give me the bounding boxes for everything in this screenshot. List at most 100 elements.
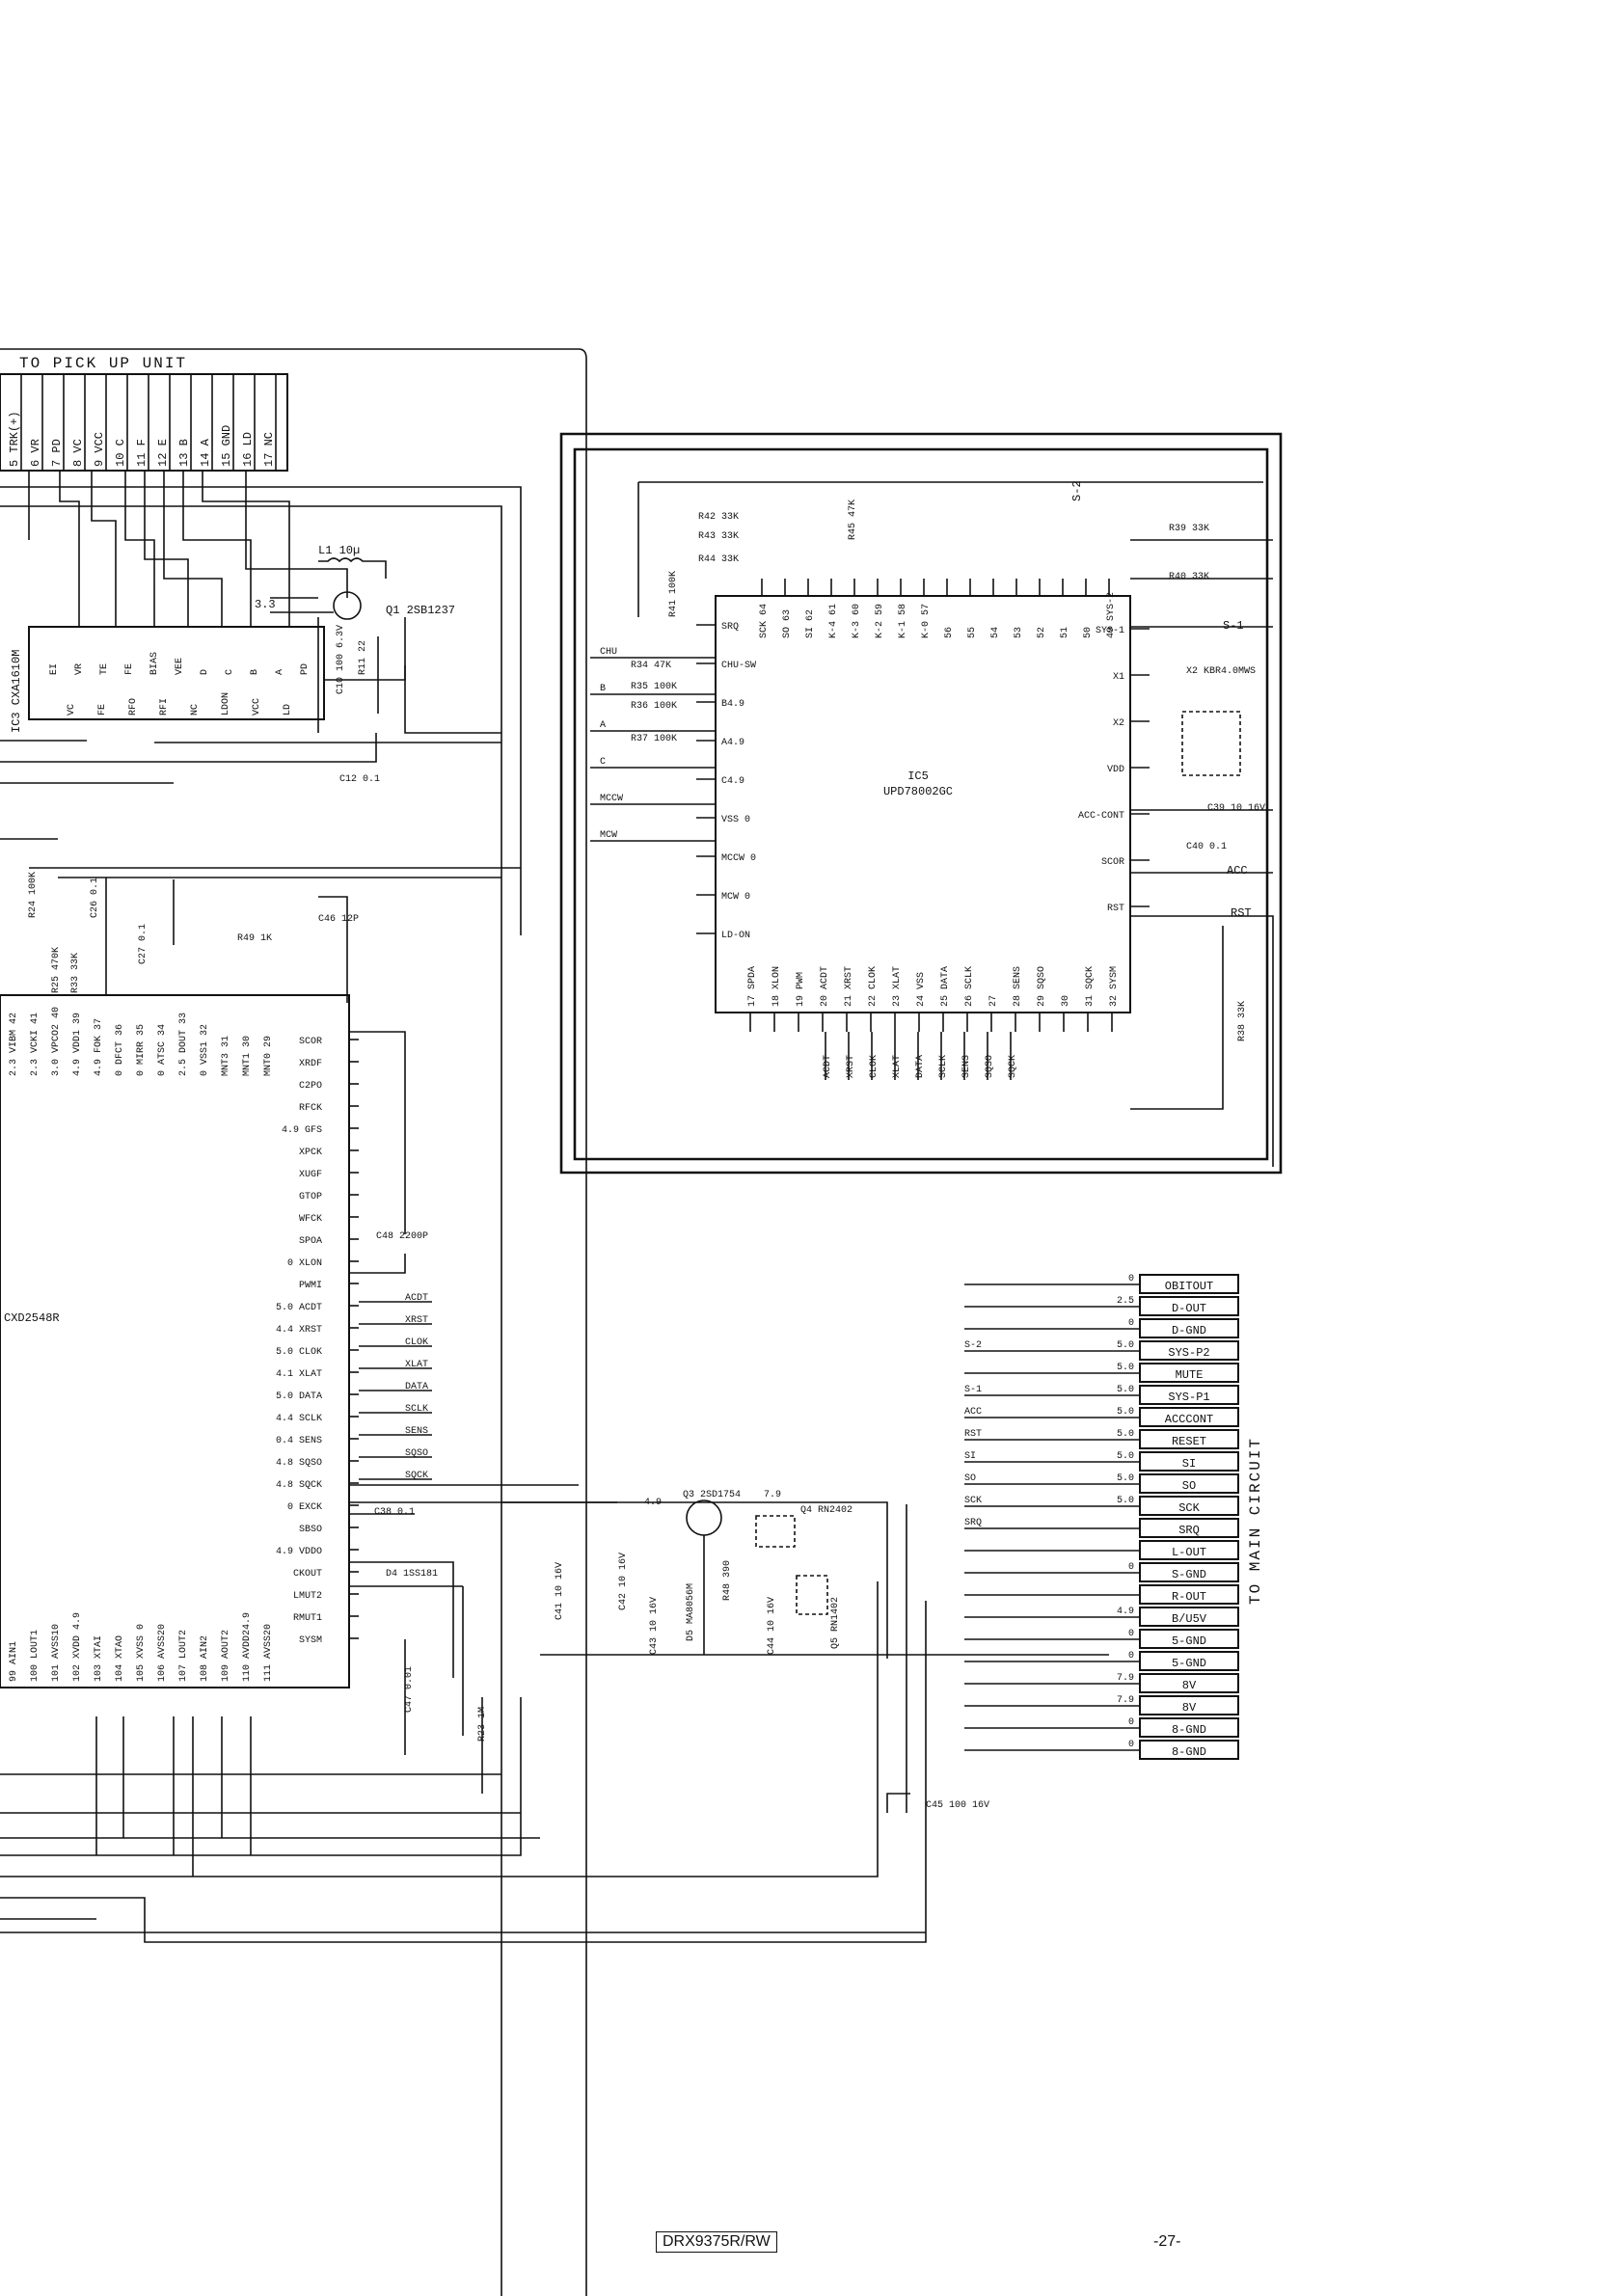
ic4-bus-label: SQCK bbox=[405, 1471, 428, 1481]
ic3-pin: FE bbox=[124, 663, 135, 675]
ic5-pin: SRQ bbox=[721, 622, 739, 633]
main-pin-net: RST bbox=[964, 1429, 982, 1440]
ic4-pin: 99 AIN1 bbox=[9, 1641, 19, 1682]
ic5-bus-label: ACDT bbox=[823, 1055, 833, 1078]
ic5-pin: 51 bbox=[1060, 627, 1070, 638]
main-pin-net: ACC bbox=[964, 1407, 982, 1418]
ic4-pin: 0 DFCT 36 bbox=[115, 1024, 125, 1076]
pickup-pin: 12 E bbox=[156, 439, 170, 467]
ic4-pin: 4.4 XRST bbox=[276, 1325, 322, 1336]
ic5-part: UPD78002GC bbox=[883, 785, 953, 798]
power-section: 4.9 Q3 2SD1754 7.9 Q4 RN2402 Q5 RN1402 C… bbox=[501, 1490, 1109, 1813]
ic4-pin: MNT3 31 bbox=[221, 1036, 231, 1076]
ic4-pin: 4.9 FOK 37 bbox=[94, 1018, 104, 1076]
ic4-pin: GTOP bbox=[299, 1192, 322, 1202]
net-acc: ACC bbox=[1227, 864, 1248, 878]
pickup-pin: 7 PD bbox=[50, 439, 64, 467]
q1-label: Q1 2SB1237 bbox=[386, 604, 455, 617]
main-pin-voltage: 0 bbox=[1128, 1740, 1134, 1750]
net-rst: RST bbox=[1231, 906, 1252, 920]
ic4-pin: 2.5 DOUT 33 bbox=[178, 1013, 189, 1076]
ic5-pin: K-2 59 bbox=[875, 604, 885, 638]
ic3-pin: RFI bbox=[159, 698, 170, 716]
ic5-pin: 22 CLOK bbox=[868, 966, 879, 1007]
ic3-pin: RFO bbox=[128, 698, 139, 716]
v-7-9: 7.9 bbox=[764, 1490, 781, 1500]
pickup-ic3-wiring bbox=[0, 471, 522, 2296]
ic3-pin: D bbox=[200, 669, 210, 675]
main-pin-label: B/U5V bbox=[1172, 1612, 1207, 1626]
l1-label: L1 10µ bbox=[318, 544, 360, 557]
r42-label: R42 33K bbox=[698, 512, 739, 523]
ic4-pin: LMUT2 bbox=[293, 1591, 322, 1602]
c42-label: C42 10 16V bbox=[618, 1553, 629, 1610]
ic5-bus-label: SCLK bbox=[938, 1055, 949, 1078]
ic5-bus-label: SQCK bbox=[1008, 1055, 1018, 1078]
pickup-pin: 8 VC bbox=[71, 439, 85, 467]
c41-label: C41 10 16V bbox=[555, 1562, 565, 1620]
ic4-bus-label: XLAT bbox=[405, 1360, 428, 1370]
main-pin-voltage: 5.0 bbox=[1117, 1429, 1134, 1440]
ic4-pin: 5.0 CLOK bbox=[276, 1347, 322, 1358]
main-pin-voltage: 0 bbox=[1128, 1629, 1134, 1639]
ic4-pin: 3.0 VPCO2 40 bbox=[51, 1007, 62, 1076]
r24-label: R25 470K bbox=[51, 947, 62, 993]
main-pin-voltage: 5.0 bbox=[1117, 1340, 1134, 1351]
c38-label: C38 0.1 bbox=[374, 1507, 415, 1518]
ic3-pin: FE bbox=[97, 704, 108, 716]
ic3-pin: LDON bbox=[221, 692, 231, 716]
ic5-pin: K-0 57 bbox=[921, 604, 932, 638]
ic5-pin: 17 SPDA bbox=[747, 966, 758, 1007]
ic5-pin: RST bbox=[1107, 904, 1124, 914]
r35-label: R35 100K bbox=[631, 682, 677, 692]
r39-label: R39 33K bbox=[1169, 524, 1209, 534]
ic4-pin: 5.0 ACDT bbox=[276, 1303, 322, 1313]
main-pin-label: SRQ bbox=[1178, 1524, 1200, 1537]
ic4-pin: 4.9 VDD1 39 bbox=[72, 1013, 83, 1076]
ic3-pin: B bbox=[250, 669, 260, 675]
q5-transistor bbox=[796, 1575, 828, 1615]
c43-label: C43 10 16V bbox=[649, 1597, 660, 1655]
ic3-pin: PD bbox=[300, 663, 311, 675]
ic3-pin: NC bbox=[190, 704, 201, 716]
ic5-pin: K-1 58 bbox=[898, 604, 908, 638]
pickup-pin: 16 LD bbox=[241, 432, 255, 467]
d5-label: D5 MA8056M bbox=[686, 1583, 696, 1641]
main-pin-label: MUTE bbox=[1176, 1368, 1204, 1382]
ic4-pin: 4.8 SQCK bbox=[276, 1480, 322, 1491]
pickup-pin: 9 VCC bbox=[93, 432, 106, 467]
ic5-pin: 50 bbox=[1083, 627, 1094, 638]
ic3-pin: VC bbox=[67, 704, 77, 716]
page-number: -27- bbox=[1153, 2233, 1181, 2250]
ic3-pin: BIAS bbox=[149, 652, 160, 675]
ic5-pin: MCW 0 bbox=[721, 892, 750, 903]
ic4-pin: PWMI bbox=[299, 1281, 322, 1291]
ic4-pin: 0 ATSC 34 bbox=[157, 1024, 168, 1076]
main-pin-net: S-1 bbox=[964, 1385, 982, 1395]
ic5-pin: 28 SENS bbox=[1013, 966, 1023, 1007]
ic5-pin: B4.9 bbox=[721, 699, 744, 710]
ic4-pin: SYSM bbox=[299, 1635, 322, 1646]
ic5-net-label: A bbox=[600, 720, 606, 731]
r41-label: R41 100K bbox=[668, 571, 679, 617]
c47-label: C47 0.01 bbox=[404, 1666, 415, 1713]
r23-label: R24 100K bbox=[28, 872, 39, 918]
pickup-pin: 15 GND bbox=[220, 425, 233, 467]
main-pin-voltage: 0 bbox=[1128, 1651, 1134, 1661]
main-pin-label: L-OUT bbox=[1172, 1546, 1206, 1559]
ic5-pin: 29 SQSO bbox=[1037, 966, 1047, 1007]
c46-label: C46 12P bbox=[318, 914, 359, 925]
ic5-pin: 26 SCLK bbox=[964, 966, 975, 1007]
main-pin-label: ACCCONT bbox=[1165, 1413, 1213, 1426]
ic5-pin: 24 VSS bbox=[916, 972, 927, 1007]
ic4-pin: XPCK bbox=[299, 1148, 322, 1158]
main-pin-label: SYS-P1 bbox=[1168, 1391, 1209, 1404]
c10-label: C10 100 6.3V bbox=[336, 625, 346, 694]
ic5-bus-label: XRST bbox=[846, 1055, 856, 1078]
ic4-pin: MNT1 30 bbox=[242, 1036, 253, 1076]
r45-label: R45 47K bbox=[848, 500, 858, 540]
main-pin-label: 8-GND bbox=[1172, 1723, 1206, 1737]
main-pin-voltage: 5.0 bbox=[1117, 1385, 1134, 1395]
